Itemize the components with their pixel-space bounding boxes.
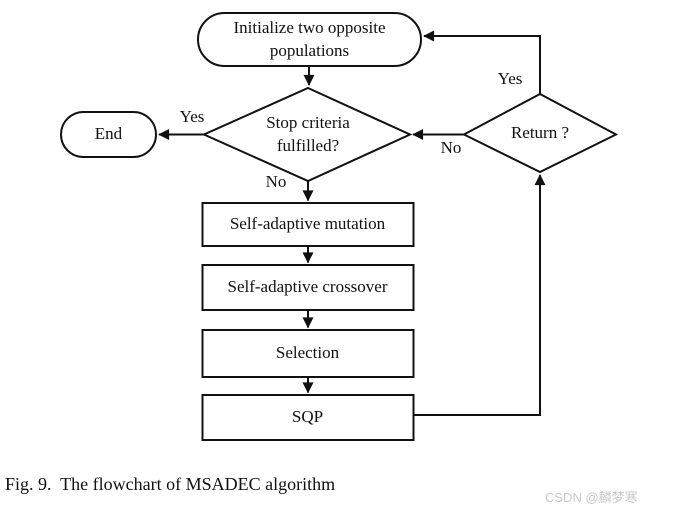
figure-caption: Fig. 9. The flowchart of MSADEC algorith… (5, 474, 336, 494)
csdn-watermark: CSDN @麟梦寒 (545, 490, 638, 505)
sqp-label: SQP (291, 407, 324, 427)
crossover-label: Self-adaptive crossover (227, 277, 388, 297)
init-label: Initialize two opposite populations (233, 18, 386, 60)
stop-criteria-diamond-shape (201, 86, 413, 183)
edge-label-return-no: No (440, 138, 462, 157)
arrow-sqp-to-return (413, 174, 546, 416)
mutation-box-shape (201, 202, 415, 247)
node-return: Return ? (464, 94, 616, 172)
node-self-adaptive-crossover: Self-adaptive crossover (202, 265, 413, 310)
edge-label-stop-yes: Yes (179, 107, 205, 126)
crossover-box-shape (201, 264, 415, 311)
node-end: End (61, 112, 156, 157)
mutation-label: Self-adaptive mutation (229, 214, 386, 234)
node-sqp: SQP (202, 395, 413, 440)
arrow-return-to-init (423, 30, 541, 94)
selection-box-shape (201, 329, 415, 378)
return-label: Return ? (510, 122, 570, 142)
return-diamond-shape (461, 92, 619, 174)
sqp-box-shape (201, 394, 415, 441)
node-selection: Selection (202, 330, 413, 377)
stop-criteria-label: Stop criteria fulfilled? (266, 113, 350, 155)
edge-label-stop-no: No (265, 172, 287, 191)
node-init: Initialize two opposite populations (198, 13, 421, 66)
edge-label-return-yes: Yes (497, 69, 523, 88)
node-stop-criteria: Stop criteria fulfilled? (252, 106, 364, 163)
end-node-shape (60, 111, 157, 158)
node-self-adaptive-mutation: Self-adaptive mutation (202, 203, 413, 246)
end-label: End (94, 124, 123, 144)
selection-label: Selection (275, 343, 340, 363)
init-node-shape (197, 12, 422, 67)
